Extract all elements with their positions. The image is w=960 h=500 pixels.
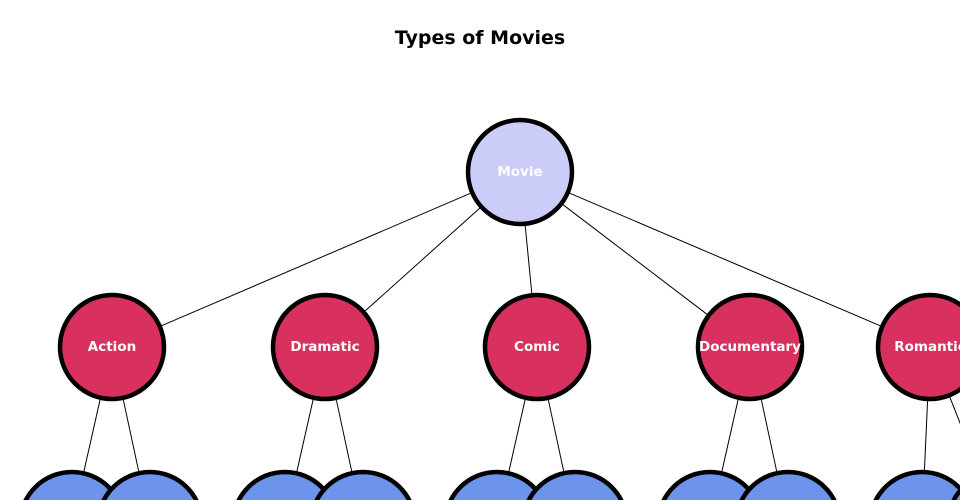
node-label-movie: Movie — [497, 164, 542, 180]
edge-movie-to-romantic — [569, 192, 881, 327]
edge-movie-to-action — [161, 192, 471, 327]
node-comic-a[interactable] — [445, 469, 549, 500]
node-circle-movie[interactable] — [465, 117, 575, 227]
node-label-documentary: Documentary — [699, 339, 801, 355]
edge-layer — [83, 192, 960, 472]
node-romantic-b[interactable] — [948, 472, 960, 500]
node-label-romantic: Romantic — [894, 339, 960, 355]
node-circle-dramatic[interactable] — [270, 292, 380, 402]
edge-comic-to-comic-b — [547, 399, 565, 472]
node-action[interactable]: Action — [57, 292, 167, 402]
node-circle-action-a[interactable] — [20, 469, 124, 500]
edge-comic-to-comic-a — [508, 399, 526, 472]
node-label-comic: Comic — [514, 339, 560, 355]
node-action-a[interactable] — [20, 469, 124, 500]
node-circle-documentary-a[interactable] — [658, 469, 762, 500]
node-circle-comic-b[interactable] — [523, 469, 627, 500]
node-circle-documentary[interactable] — [695, 292, 805, 402]
node-circle-romantic-b[interactable] — [948, 472, 960, 500]
node-romantic[interactable]: Romantic — [875, 292, 960, 402]
node-circle-dramatic-a[interactable] — [233, 469, 337, 500]
node-comic[interactable]: Comic — [482, 292, 592, 402]
edge-romantic-to-romantic-a — [923, 400, 929, 471]
edge-dramatic-to-dramatic-b — [335, 399, 353, 472]
edge-documentary-to-documentary-a — [721, 399, 739, 472]
edge-documentary-to-documentary-b — [760, 399, 778, 472]
node-circle-dramatic-b[interactable] — [311, 469, 415, 500]
node-dramatic[interactable]: Dramatic — [270, 292, 380, 402]
edge-movie-to-comic — [524, 225, 533, 294]
node-action-b[interactable] — [98, 469, 202, 500]
node-circle-comic-a[interactable] — [445, 469, 549, 500]
node-circle-romantic[interactable] — [875, 292, 960, 402]
edge-action-to-action-a — [83, 399, 101, 472]
edge-movie-to-documentary — [562, 204, 708, 315]
node-circle-action-b[interactable] — [98, 469, 202, 500]
edge-movie-to-dramatic — [364, 207, 481, 312]
node-dramatic-a[interactable] — [233, 469, 337, 500]
node-documentary[interactable]: Documentary — [695, 292, 805, 402]
node-label-action: Action — [88, 339, 136, 355]
page-title: Types of Movies — [395, 27, 566, 49]
node-comic-b[interactable] — [523, 469, 627, 500]
node-circle-documentary-b[interactable] — [736, 469, 840, 500]
node-label-dramatic: Dramatic — [290, 339, 359, 355]
node-circle-action[interactable] — [57, 292, 167, 402]
node-movie[interactable]: Movie — [465, 117, 575, 227]
edge-dramatic-to-dramatic-a — [296, 399, 314, 472]
node-romantic-a[interactable] — [870, 469, 960, 500]
node-circle-comic[interactable] — [482, 292, 592, 402]
edge-romantic-to-romantic-b — [949, 397, 960, 425]
node-documentary-b[interactable] — [736, 469, 840, 500]
node-dramatic-b[interactable] — [311, 469, 415, 500]
node-circle-romantic-a[interactable] — [870, 469, 960, 500]
node-documentary-a[interactable] — [658, 469, 762, 500]
edge-action-to-action-b — [122, 399, 140, 472]
